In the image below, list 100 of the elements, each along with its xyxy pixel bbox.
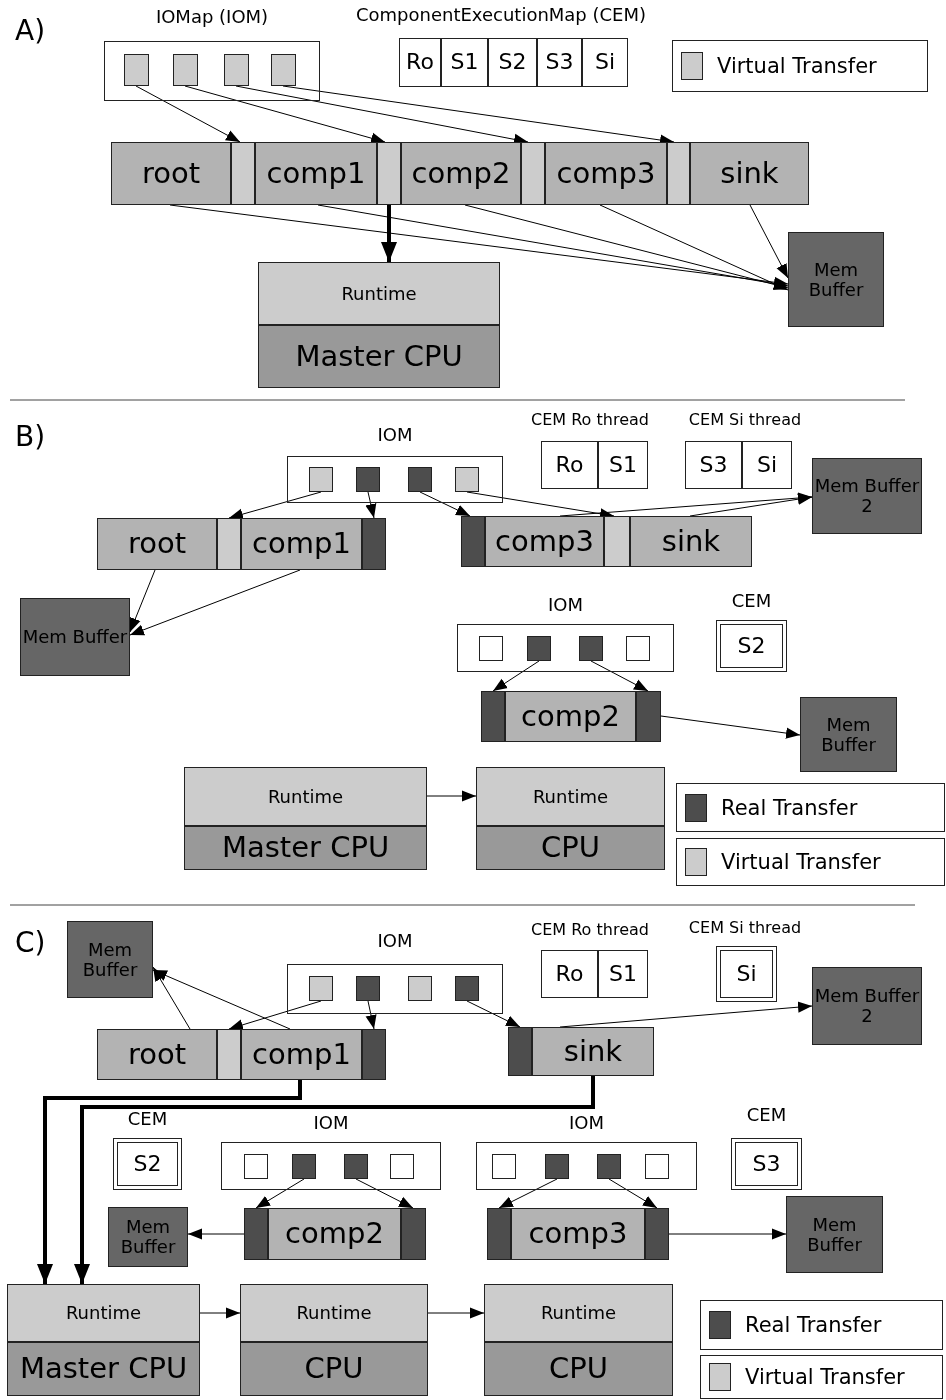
legend-label: Virtual Transfer: [745, 1365, 905, 1389]
table-title: CEM: [730, 590, 773, 611]
table-title: IOM: [547, 594, 584, 615]
table-title: CEM: [126, 1108, 169, 1129]
cpu-box: Master CPU: [7, 1342, 200, 1396]
table-title: IOM: [312, 1112, 350, 1133]
cpu-box: CPU: [484, 1342, 673, 1396]
cem-entry: S2: [117, 1142, 178, 1186]
transfer-slot: [362, 518, 386, 570]
cem-entry: S3: [537, 38, 582, 87]
transfer-slot: [508, 1027, 532, 1076]
component-box: sink: [630, 516, 752, 567]
arrow: [590, 660, 649, 692]
component-box: sink: [532, 1027, 654, 1076]
cem-entry: S3: [735, 1142, 798, 1186]
transfer-entry: [173, 54, 198, 86]
cpu-box: Master CPU: [258, 325, 500, 388]
memory-buffer-box: Mem Buffer: [67, 921, 153, 998]
component-box: comp3: [511, 1208, 645, 1260]
table-title: ComponentExecutionMap (CEM): [354, 4, 648, 25]
table-title: IOM: [568, 1112, 605, 1133]
memory-buffer-box: Mem Buffer 2: [812, 967, 922, 1045]
table-title: CEM Si thread: [687, 410, 803, 429]
memory-buffer-box: Mem Buffer: [20, 598, 130, 676]
arrow: [152, 966, 191, 1030]
transfer-entry: [579, 636, 603, 661]
table-title: IOM: [376, 424, 414, 445]
legend-label: Real Transfer: [721, 795, 858, 820]
transfer-slot: [645, 1208, 669, 1260]
runtime-box: Runtime: [184, 767, 427, 826]
transfer-entry: [124, 54, 149, 86]
cpu-box: Master CPU: [184, 826, 427, 870]
runtime-box: Runtime: [258, 262, 500, 325]
runtime-box: Runtime: [7, 1284, 200, 1342]
component-box: comp2: [505, 691, 636, 742]
transfer-entry: [408, 976, 432, 1001]
arrow: [466, 1000, 521, 1028]
transfer-slot: [604, 516, 630, 567]
transfer-entry: [356, 467, 380, 492]
panel-label: B): [15, 420, 46, 453]
arrow: [427, 1307, 485, 1319]
table-title: CEM Si thread: [687, 918, 803, 937]
component-box: comp3: [545, 142, 667, 205]
transfer-entry: [492, 1154, 516, 1179]
arrow: [492, 660, 540, 692]
memory-buffer-box: Mem Buffer: [786, 1196, 883, 1273]
arrow: [749, 204, 789, 279]
arrow: [381, 205, 397, 262]
transfer-slot: [636, 691, 661, 742]
transfer-entry: [455, 467, 479, 492]
arrow: [129, 569, 156, 633]
transfer-entry: [271, 54, 296, 86]
transfer-entry: [344, 1154, 368, 1179]
transfer-slot: [521, 142, 545, 205]
table-title: CEM Ro thread: [530, 410, 650, 429]
arrow: [365, 1000, 377, 1030]
arrow: [365, 491, 377, 519]
arrow: [255, 1178, 305, 1209]
component-box: comp3: [485, 516, 604, 567]
component-box: root: [97, 518, 217, 570]
transfer-slot: [461, 516, 485, 567]
table-title: CEM Ro thread: [530, 920, 650, 939]
transfer-entry: [390, 1154, 414, 1179]
arrow: [668, 1228, 787, 1240]
panel-label: A): [15, 14, 46, 47]
component-box: comp1: [241, 1029, 362, 1080]
transfer-entry: [645, 1154, 669, 1179]
component-box: root: [97, 1029, 217, 1080]
transfer-slot: [217, 518, 241, 570]
arrow: [228, 1000, 322, 1031]
transfer-slot: [667, 142, 690, 205]
cem-entry: S2: [720, 624, 783, 668]
arrow: [187, 1228, 245, 1240]
arrow: [419, 491, 471, 517]
transfer-slot: [377, 142, 401, 205]
table-title: CEM: [745, 1104, 788, 1125]
runtime-box: Runtime: [476, 767, 665, 826]
legend-label: Real Transfer: [745, 1313, 882, 1337]
transfer-slot: [401, 1208, 426, 1260]
component-box: root: [111, 142, 231, 205]
runtime-box: Runtime: [484, 1284, 673, 1342]
transfer-entry: [244, 1154, 268, 1179]
transfer-slot: [481, 691, 505, 742]
transfer-slot: [231, 142, 255, 205]
component-box: sink: [690, 142, 809, 205]
memory-buffer-box: Mem Buffer 2: [812, 458, 922, 534]
memory-buffer-box: Mem Buffer: [108, 1207, 188, 1267]
arrow: [660, 715, 801, 739]
transfer-entry: [408, 467, 432, 492]
component-box: comp1: [241, 518, 362, 570]
table-title: IOMap (IOM): [154, 6, 270, 27]
transfer-slot: [487, 1208, 511, 1260]
arrow: [426, 790, 477, 802]
arrow: [74, 1076, 595, 1284]
transfer-slot: [217, 1029, 241, 1080]
runtime-box: Runtime: [240, 1284, 428, 1342]
transfer-entry: [597, 1154, 621, 1179]
memory-buffer-box: Mem Buffer: [788, 232, 884, 327]
transfer-entry: [545, 1154, 569, 1179]
transfer-entry: [292, 1154, 316, 1179]
